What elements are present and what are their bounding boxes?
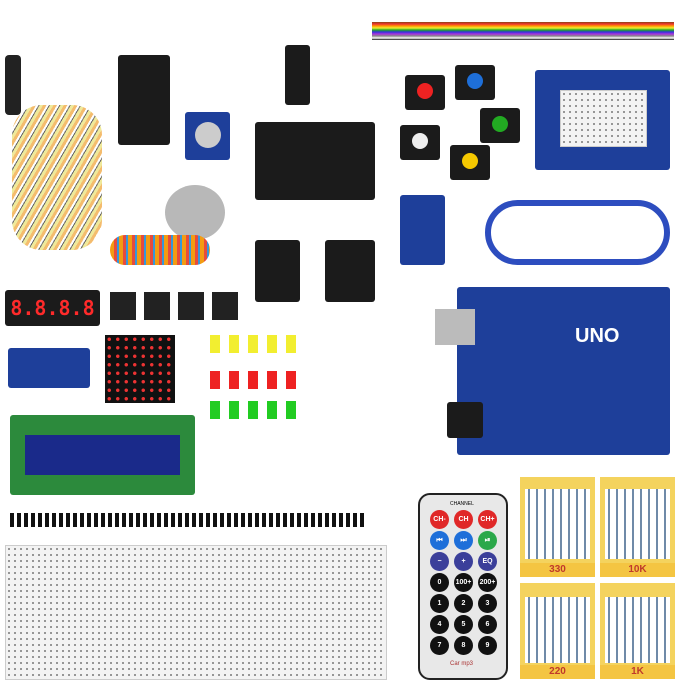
driver-module: [400, 195, 445, 265]
ultrasonic-sensor: [8, 348, 90, 388]
seven-segment-display: 8.8.8.8: [5, 290, 100, 326]
remote-logo: Car mp3: [450, 661, 474, 667]
remote-button[interactable]: −: [430, 552, 449, 571]
remote-button[interactable]: CH-: [430, 510, 449, 529]
battery-box: [118, 55, 170, 145]
resistor-pack-1k: 1K: [600, 583, 675, 679]
button-modules: [400, 60, 525, 185]
remote-button[interactable]: 100+: [454, 573, 473, 592]
ribbon-cable: [372, 22, 674, 40]
dc-jack-cable: [5, 55, 21, 115]
remote-button[interactable]: ⏯: [478, 531, 497, 550]
motor-cable: [110, 235, 210, 265]
uno-label: UNO: [575, 325, 620, 347]
tact-switches: [110, 292, 240, 320]
remote-button[interactable]: 0: [430, 573, 449, 592]
remote-button[interactable]: 6: [478, 615, 497, 634]
stepper-motor: [165, 185, 225, 240]
sensor-module: [285, 45, 310, 105]
remote-button[interactable]: 2: [454, 594, 473, 613]
remote-button[interactable]: 3: [478, 594, 497, 613]
resistor-pack-10k: 10K: [600, 477, 675, 577]
remote-button[interactable]: CH+: [478, 510, 497, 529]
lcd-display: [10, 415, 195, 495]
jumper-wires: [12, 105, 102, 250]
buzzer-module: [255, 240, 300, 302]
remote-button[interactable]: ⏮: [430, 531, 449, 550]
breadboard: [5, 545, 387, 680]
remote-button[interactable]: 5: [454, 615, 473, 634]
remote-button[interactable]: +: [454, 552, 473, 571]
remote-button[interactable]: 200+: [478, 573, 497, 592]
potentiometer: [185, 112, 230, 160]
dot-matrix: [105, 335, 175, 403]
uno-board: UNO: [435, 287, 670, 455]
header-pins: [10, 513, 365, 527]
resistor-pack-330: 330: [520, 477, 595, 577]
remote-button[interactable]: EQ: [478, 552, 497, 571]
passive-buzzer-module: [325, 240, 375, 302]
remote-header: CHANNEL: [450, 501, 474, 507]
leds: [210, 335, 302, 480]
remote-button[interactable]: CH: [454, 510, 473, 529]
remote-button[interactable]: 4: [430, 615, 449, 634]
remote-button[interactable]: 8: [454, 636, 473, 655]
prototype-shield: [535, 70, 670, 170]
remote-button[interactable]: 1: [430, 594, 449, 613]
resistor-pack-220: 220: [520, 583, 595, 679]
usb-cable: [485, 200, 670, 265]
remote-button[interactable]: 9: [478, 636, 497, 655]
power-supply-module: [255, 122, 375, 200]
remote-button[interactable]: 7: [430, 636, 449, 655]
remote-button[interactable]: ⏭: [454, 531, 473, 550]
